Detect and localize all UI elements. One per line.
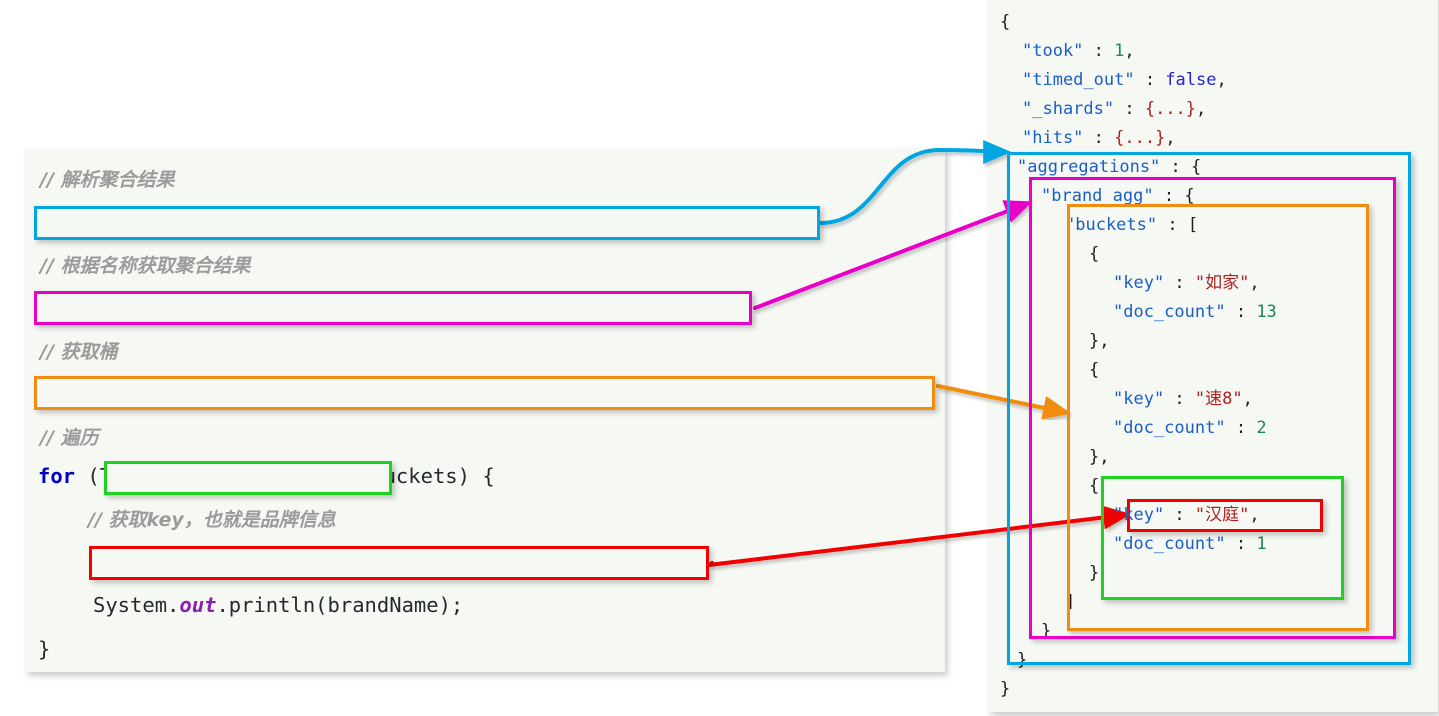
json-key-doc-count: "doc_count" [1113, 534, 1226, 554]
json-line-brand-agg-close: } [1041, 621, 1052, 641]
code-comment-5: // 获取key，也就是品牌信息 [88, 509, 336, 531]
json-value-shards: {...} [1144, 99, 1197, 119]
json-key-key: "key" [1113, 505, 1165, 525]
json-value-key-hanting: "汉庭" [1194, 505, 1250, 525]
json-key-took: "took" [1022, 41, 1084, 61]
json-line-bucket2-close: }, [1089, 447, 1110, 467]
json-key-buckets: "buckets" [1065, 215, 1158, 235]
json-line-bucket1-key: "key" : "如家", [1113, 275, 1260, 292]
json-brace: { [1191, 157, 1202, 177]
json-line-brand-agg: "brand_agg" : { [1041, 188, 1195, 205]
code-frag-getbuckets: Terms.Bucket> buckets = brandTerms.getBu… [210, 379, 816, 403]
json-line-aggregations: "aggregations" : { [1017, 159, 1201, 176]
json-key-doc-count: "doc_count" [1113, 302, 1226, 322]
json-sep: : [1083, 128, 1115, 148]
json-line-aggregations-close: } [1017, 650, 1028, 670]
json-line-buckets: "buckets" : [ [1065, 217, 1198, 234]
json-key-timed-out: "timed_out" [1022, 70, 1135, 90]
json-line-root-close: } [1000, 679, 1011, 699]
json-sep: : [1225, 418, 1257, 438]
json-line-timed-out: "timed_out" : false, [1022, 72, 1227, 89]
code-comment-2: // 根据名称获取聚合结果 [40, 255, 251, 277]
json-line-bucket3-close: } [1089, 563, 1100, 583]
json-tail: , [1124, 41, 1135, 61]
json-sep: : [1157, 215, 1188, 235]
json-line-bucket3-count: "doc_count" : 1 [1113, 536, 1267, 553]
json-value-timed-out: false [1165, 70, 1217, 90]
json-sep: : [1225, 534, 1257, 554]
json-line-bucket2-open: { [1089, 360, 1100, 380]
json-line-hits: "hits" : {...}, [1022, 130, 1176, 147]
json-line-took: "took" : 1, [1022, 43, 1135, 60]
code-frag-system: System. [93, 593, 180, 617]
json-value-hits: {...} [1114, 128, 1166, 148]
json-brace: { [1184, 186, 1195, 206]
json-key-shards: "_shards" [1022, 99, 1115, 119]
json-response-panel: { "took" : 1, "timed_out" : false, "_sha… [988, 0, 1438, 712]
json-sep: : [1225, 302, 1257, 322]
json-tail: , [1165, 128, 1176, 148]
code-line-for: for (Terms.Bucket bucket : buckets) { [38, 466, 495, 487]
json-value-key-su8: "速8" [1194, 389, 1243, 409]
json-sep: : [1164, 505, 1195, 525]
code-comment-4: // 遍历 [40, 427, 99, 449]
json-line-bucket2-count: "doc_count" : 2 [1113, 420, 1267, 437]
code-line-aggregations: Aggregations aggregations = response.get… [38, 209, 717, 233]
json-key-key: "key" [1113, 273, 1165, 293]
json-line-bucket3-open: { [1089, 476, 1100, 496]
json-line-bucket1-open: { [1089, 244, 1100, 264]
code-line-brandterms: Terms brandTerms = aggregations.get("bra… [38, 296, 643, 317]
code-line-brandname: String brandName = bucket.getKeyAsString… [93, 549, 624, 573]
code-comment-1: // 解析聚合结果 [40, 169, 175, 191]
json-line-bucket1-count: "doc_count" : 13 [1113, 304, 1277, 321]
json-sep: : [1164, 273, 1195, 293]
code-string-brand-agg: "brand_agg" [482, 294, 619, 318]
code-line-buckets: List<? extends Terms.Bucket> buckets = b… [38, 381, 816, 402]
json-key-aggregations: "aggregations" [1017, 157, 1161, 177]
json-line-bucket1-close: }, [1089, 331, 1110, 351]
json-bracket: [ [1187, 215, 1199, 235]
json-tail: , [1196, 99, 1207, 119]
json-key-doc-count: "doc_count" [1113, 418, 1226, 438]
json-tail: , [1216, 70, 1227, 90]
code-line-closing-brace: } [38, 637, 51, 661]
json-sep: : [1153, 186, 1185, 206]
json-line-shards: "_shards" : {...}, [1022, 101, 1206, 118]
json-value-doc-count-2: 2 [1256, 418, 1267, 438]
json-key-hits: "hits" [1022, 128, 1084, 148]
json-line-bucket2-key: "key" : "速8", [1113, 391, 1253, 408]
json-value-doc-count-13: 13 [1256, 302, 1277, 322]
json-key-brand-agg: "brand_agg" [1041, 186, 1154, 206]
java-code-panel: // 解析聚合结果 Aggregations aggregations = re… [25, 148, 945, 672]
code-frag-terms-get: Terms brandTerms = aggregations.get( [38, 294, 483, 318]
json-value-doc-count-1: 1 [1256, 534, 1267, 554]
json-tail: , [1249, 273, 1260, 293]
json-line-bucket3-key: "key" : "汉庭", [1113, 507, 1260, 524]
json-key-key: "key" [1113, 389, 1165, 409]
json-sep: : [1160, 157, 1192, 177]
json-sep: : [1114, 99, 1145, 119]
code-keyword-for: for [38, 464, 76, 488]
code-frag-for-body: (Terms.Bucket bucket : buckets) { [75, 464, 495, 488]
json-sep: : [1134, 70, 1166, 90]
json-sep: : [1083, 41, 1115, 61]
json-tail: , [1242, 389, 1253, 409]
json-line-buckets-close: ] [1065, 592, 1076, 612]
code-keyword-extends: extends [124, 379, 211, 403]
code-line-println: System.out.println(brandName); [93, 595, 463, 616]
json-line-open-brace: { [1000, 12, 1011, 32]
json-value-took: 1 [1114, 41, 1125, 61]
code-frag-list: List<? [38, 379, 125, 403]
code-comment-3: // 获取桶 [40, 341, 118, 363]
json-value-key-rujia: "如家" [1194, 273, 1250, 293]
code-frag-println: .println(brandName); [216, 593, 464, 617]
code-frag-close-paren: ); [618, 294, 643, 318]
json-tail: , [1249, 505, 1260, 525]
json-sep: : [1164, 389, 1195, 409]
code-field-out: out [179, 593, 217, 617]
